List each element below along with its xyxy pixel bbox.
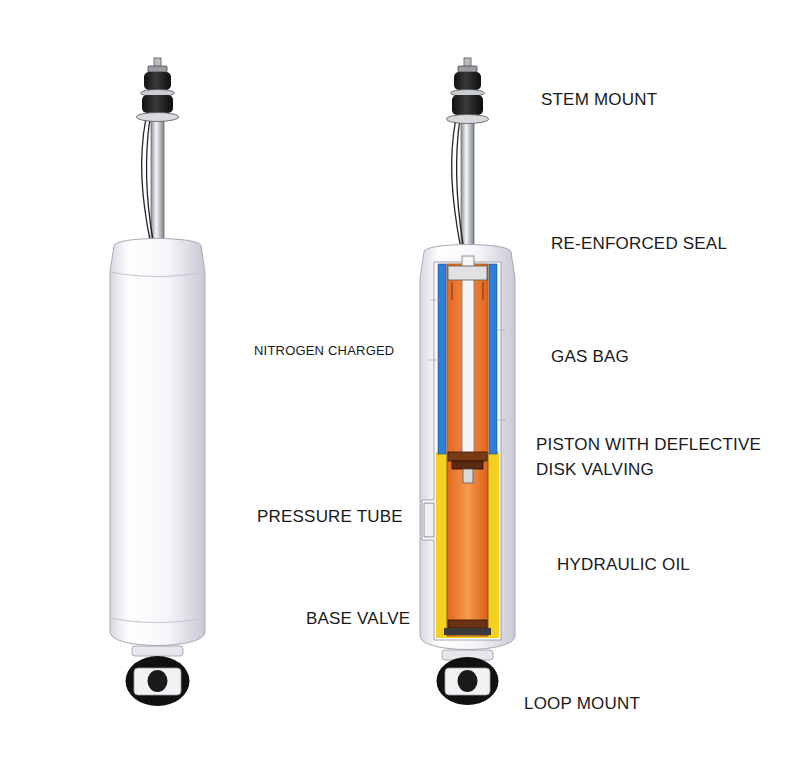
left-shock bbox=[110, 58, 205, 706]
part-label: PISTON WITH DEFLECTIVE DISK VALVING bbox=[536, 433, 774, 482]
part-label: LOOP MOUNT bbox=[524, 692, 640, 717]
part-label: PRESSURE TUBE bbox=[257, 505, 403, 530]
part-label: RE-ENFORCED SEAL bbox=[551, 232, 727, 257]
right-shock bbox=[420, 58, 515, 705]
part-label: GAS BAG bbox=[551, 345, 629, 370]
part-label: HYDRAULIC OIL bbox=[557, 553, 690, 578]
part-label: BASE VALVE bbox=[306, 607, 410, 632]
part-label: NITROGEN CHARGED bbox=[254, 342, 394, 361]
part-label: STEM MOUNT bbox=[541, 88, 657, 113]
